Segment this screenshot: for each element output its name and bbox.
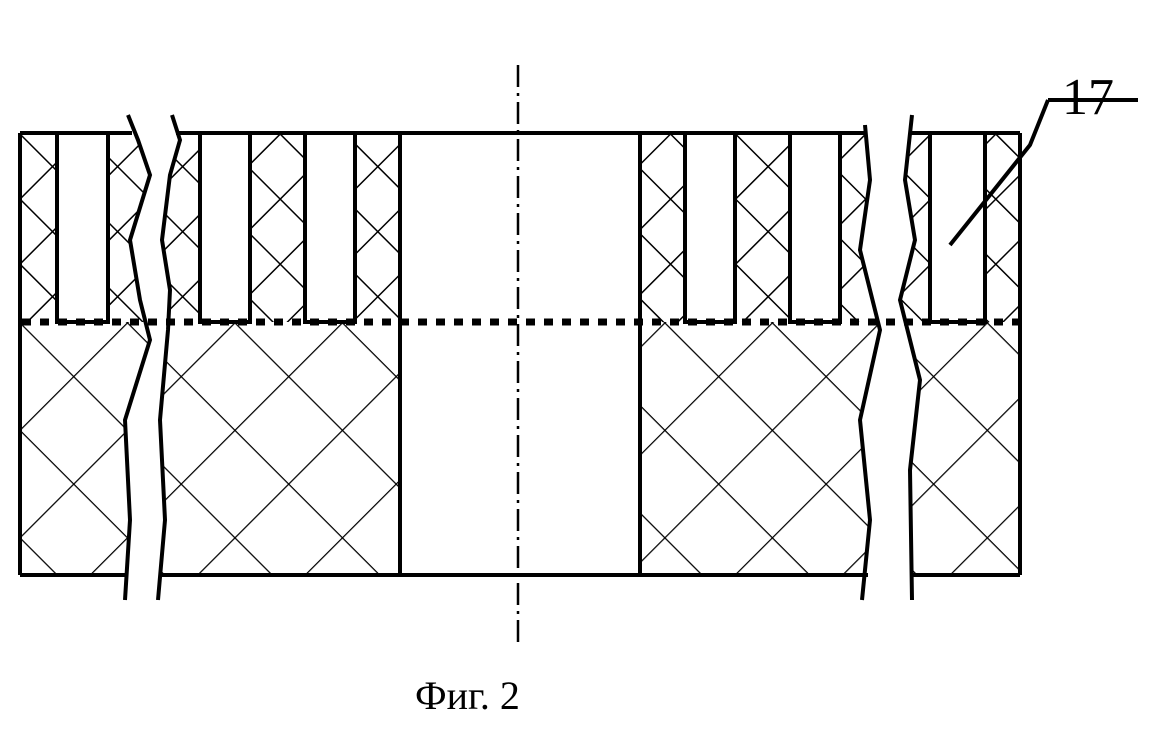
reference-leader [948,98,1138,247]
break-lines [122,114,923,601]
outline [18,131,1022,577]
slot-side-lines [398,133,642,575]
left-break-gap [125,115,180,600]
reference-numeral: 17 [1062,69,1114,126]
central-opening [402,131,638,577]
figure-caption: Фиг. 2 [415,673,520,718]
right-break-gap [860,115,920,600]
